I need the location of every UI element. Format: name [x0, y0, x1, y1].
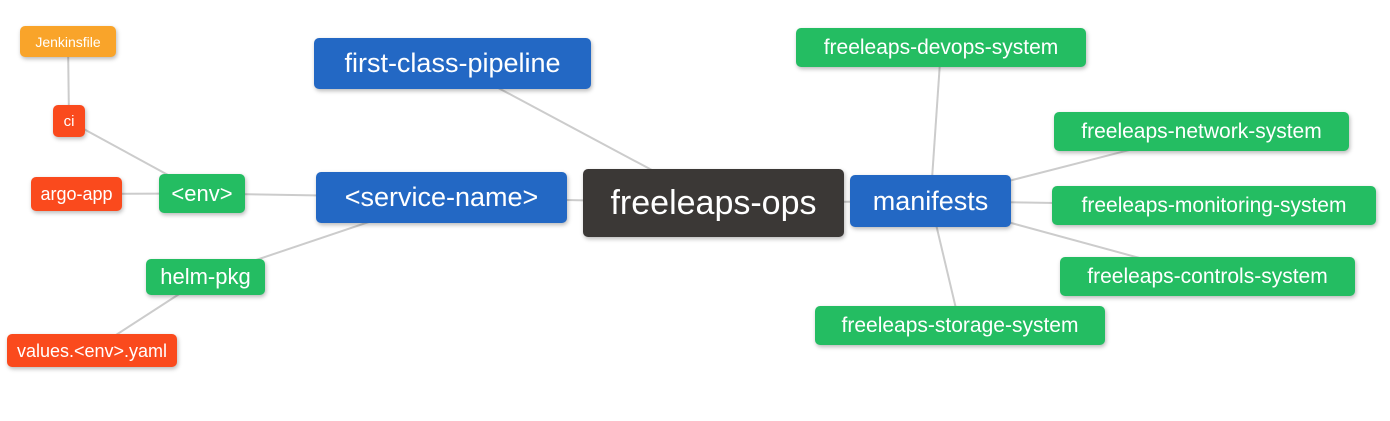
- node-label: values.<env>.yaml: [16, 340, 168, 361]
- node-values-env-yaml[interactable]: values.<env>.yaml: [7, 334, 177, 367]
- node-label: helm-pkg: [160, 264, 251, 289]
- node-monitoring-system[interactable]: freeleaps-monitoring-system: [1052, 186, 1376, 225]
- node-jenkinsfile[interactable]: Jenkinsfile: [20, 26, 116, 57]
- node-label: argo-app: [40, 184, 113, 204]
- node-network-system[interactable]: freeleaps-network-system: [1054, 112, 1349, 151]
- node-label: freeleaps-network-system: [1081, 120, 1322, 143]
- node-service-name[interactable]: <service-name>: [316, 172, 567, 223]
- node-freeleaps-ops[interactable]: freeleaps-ops: [583, 169, 844, 237]
- node-label: first-class-pipeline: [344, 48, 561, 78]
- node-label: Jenkinsfile: [35, 33, 101, 50]
- node-ci[interactable]: ci: [53, 105, 85, 137]
- node-label: freeleaps-devops-system: [823, 36, 1059, 59]
- node-label: <service-name>: [344, 182, 539, 212]
- node-devops-system[interactable]: freeleaps-devops-system: [796, 28, 1086, 67]
- node-label: freeleaps-monitoring-system: [1081, 194, 1347, 217]
- node-manifests[interactable]: manifests: [850, 175, 1011, 227]
- node-label: <env>: [171, 180, 233, 206]
- node-helm-pkg[interactable]: helm-pkg: [146, 259, 265, 295]
- node-env[interactable]: <env>: [159, 174, 245, 213]
- node-storage-system[interactable]: freeleaps-storage-system: [815, 306, 1105, 345]
- node-label: ci: [63, 112, 75, 130]
- node-label: freeleaps-storage-system: [841, 314, 1079, 337]
- node-label: freeleaps-ops: [610, 184, 817, 222]
- node-label: freeleaps-controls-system: [1087, 265, 1328, 288]
- node-controls-system[interactable]: freeleaps-controls-system: [1060, 257, 1355, 296]
- node-first-class-pipeline[interactable]: first-class-pipeline: [314, 38, 591, 89]
- node-argo-app[interactable]: argo-app: [31, 177, 122, 211]
- node-label: manifests: [872, 185, 989, 216]
